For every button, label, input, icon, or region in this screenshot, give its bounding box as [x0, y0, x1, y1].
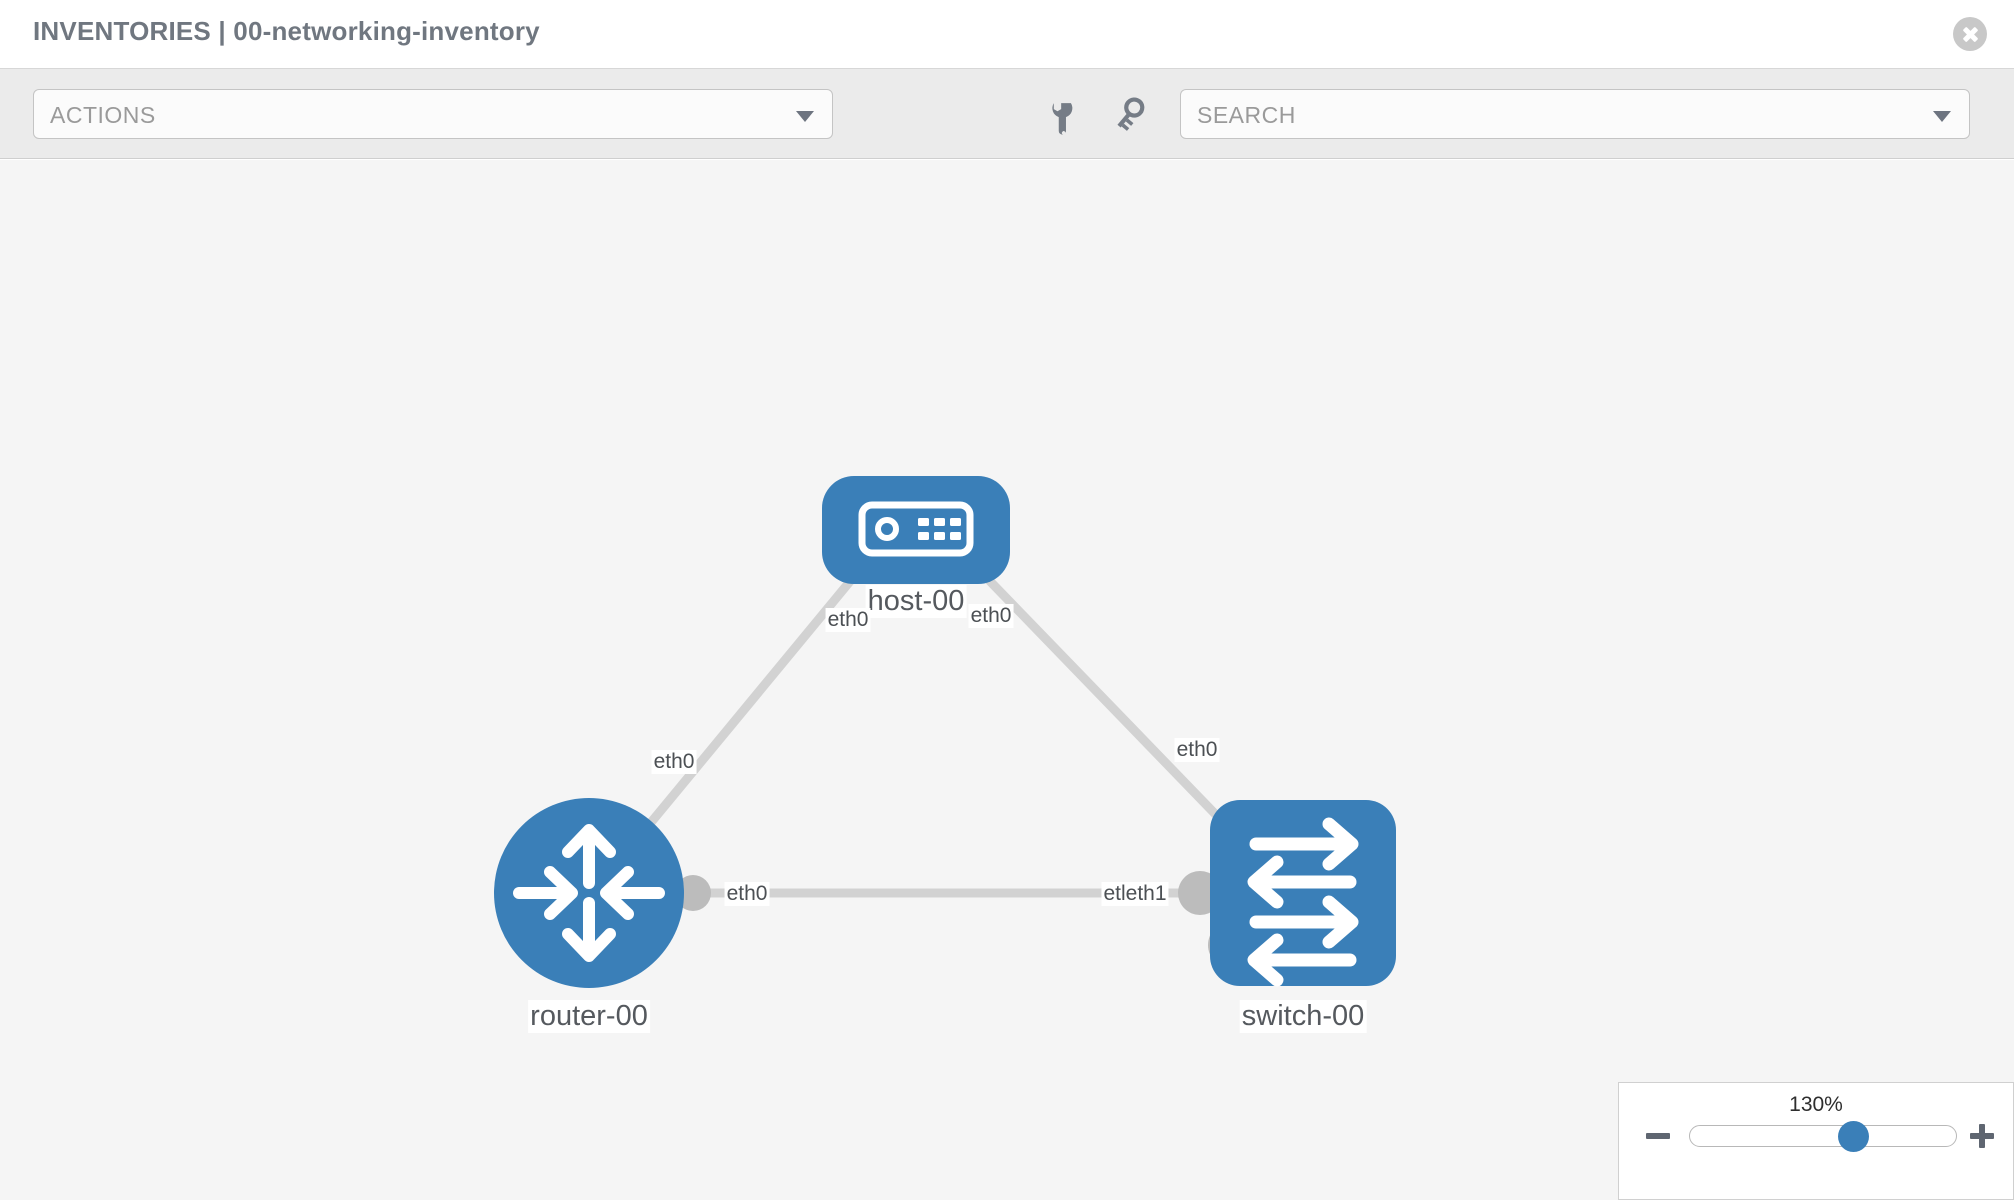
zoom-in-button[interactable]	[1967, 1121, 1997, 1151]
zoom-control-panel: 130%	[1618, 1082, 2014, 1200]
search-dropdown[interactable]: SEARCH	[1180, 89, 1970, 139]
node-label-switch-00: switch-00	[1239, 1000, 1367, 1033]
close-icon[interactable]	[1953, 17, 1987, 51]
node-switch-00	[1210, 800, 1396, 987]
zoom-out-button[interactable]	[1643, 1121, 1673, 1151]
interface-label-router-right: eth0	[724, 882, 770, 906]
server-appliance-icon	[858, 501, 974, 557]
node-label-host-00: host-00	[865, 585, 967, 618]
interface-label-switch-up: eth0	[1174, 738, 1220, 762]
page-title: INVENTORIES | 00-networking-inventory	[33, 16, 540, 46]
actions-dropdown[interactable]: ACTIONS	[33, 89, 833, 139]
zoom-slider-track[interactable]	[1689, 1121, 1957, 1152]
zoom-slider-thumb[interactable]	[1838, 1121, 1869, 1152]
key-icon[interactable]	[1115, 97, 1155, 135]
node-router-00	[494, 798, 684, 988]
chevron-down-icon	[796, 111, 814, 122]
bidirectional-arrows-icon	[1247, 817, 1359, 987]
search-input-placeholder: SEARCH	[1197, 102, 1296, 128]
node-label-router-00: router-00	[528, 1000, 650, 1033]
toolbar: ACTIONS SEARC	[0, 69, 2014, 159]
edge-host-switch	[951, 541, 1254, 854]
four-arrows-inward-icon	[513, 824, 665, 962]
actions-dropdown-label: ACTIONS	[50, 102, 156, 128]
interface-label-router-up: eth0	[651, 750, 697, 774]
edge-host-router	[616, 542, 884, 863]
page-header: INVENTORIES | 00-networking-inventory	[0, 0, 2014, 69]
topology-canvas[interactable]: host-00 router-00 switch-00 eth0 eth0 et…	[0, 160, 2014, 1200]
wrench-icon[interactable]	[1043, 97, 1083, 135]
node-host-00	[822, 476, 1010, 584]
interface-label-host-left: eth0	[825, 608, 871, 632]
interface-label-switch-left: etleth1	[1101, 882, 1169, 906]
interface-label-host-right: eth0	[968, 604, 1014, 628]
chevron-down-icon	[1933, 111, 1951, 122]
topology-graph	[494, 476, 1396, 988]
connector-router-right	[675, 875, 711, 911]
zoom-level-label: 130%	[1789, 1093, 1843, 1116]
